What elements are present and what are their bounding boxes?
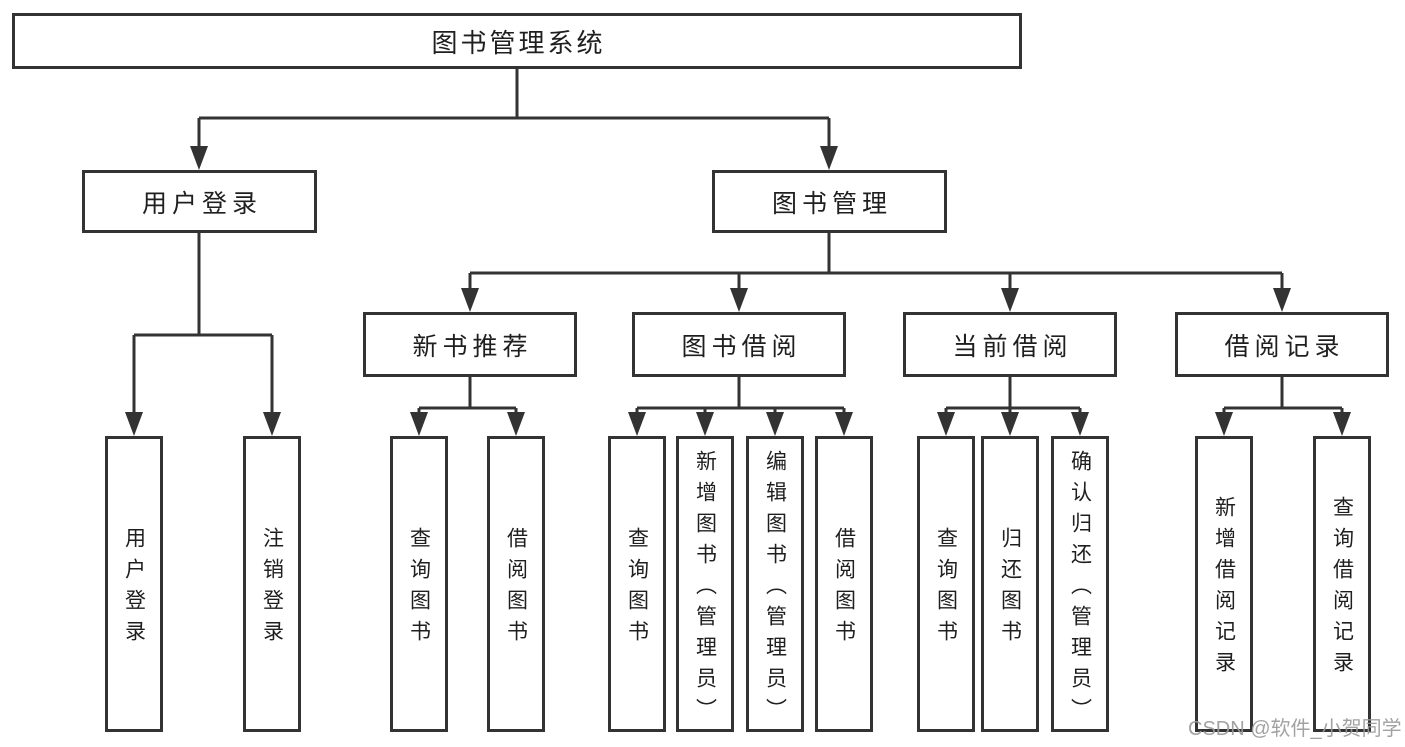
node-label: 编辑图书（管理员） (763, 449, 787, 729)
node-label: 查询图书 (934, 527, 958, 651)
node-label: 查询图书 (625, 527, 649, 651)
node-label: 借阅记录 (1224, 332, 1345, 361)
node-label: 新增图书（管理员） (693, 449, 717, 729)
node-query-books-borrow: 查询图书 (608, 436, 666, 732)
connector-borrow-records-leaves (1215, 377, 1351, 436)
node-query-books-recommend: 查询图书 (390, 436, 448, 732)
node-current-borrow: 当前借阅 (903, 312, 1117, 377)
connector-book-borrow-leaves (628, 377, 853, 436)
node-label: 用户登录 (141, 189, 262, 218)
node-label: 注销登录 (260, 527, 284, 651)
node-query-books-current: 查询图书 (917, 436, 975, 732)
node-label: 图书借阅 (681, 332, 802, 361)
node-label: 用户登录 (122, 527, 146, 651)
node-new-book-recommend: 新书推荐 (363, 312, 577, 377)
connector-user-login-leaves (125, 233, 281, 436)
node-label: 当前借阅 (952, 332, 1073, 361)
node-label: 图书管理系统 (431, 27, 606, 58)
csdn-watermark: CSDN @软件_小贺同学 (1188, 718, 1402, 740)
node-borrow-records: 借阅记录 (1175, 312, 1389, 377)
node-label: 借阅图书 (504, 527, 528, 651)
node-return-books: 归还图书 (981, 436, 1039, 732)
node-add-books-admin: 新增图书（管理员） (676, 436, 734, 732)
node-add-borrow-record: 新增借阅记录 (1195, 436, 1253, 732)
node-root: 图书管理系统 (12, 13, 1022, 69)
node-label: 新书推荐 (412, 332, 533, 361)
node-label: 图书管理 (771, 189, 892, 218)
node-borrow-books-recommend: 借阅图书 (487, 436, 545, 732)
connector-current-borrow-leaves (937, 377, 1089, 436)
node-query-borrow-record: 查询借阅记录 (1313, 436, 1371, 732)
node-label: 借阅图书 (832, 527, 856, 651)
connector-root-to-branches (190, 69, 838, 170)
node-user-login-action: 用户登录 (105, 436, 163, 732)
node-book-management: 图书管理 (712, 170, 947, 233)
node-edit-books-admin: 编辑图书（管理员） (746, 436, 804, 732)
node-label: 查询图书 (407, 527, 431, 651)
connector-new-book-recommend-leaves (410, 377, 525, 436)
node-label: 确认归还（管理员） (1068, 449, 1092, 729)
node-label: 查询借阅记录 (1330, 496, 1354, 682)
node-user-login: 用户登录 (82, 170, 317, 233)
node-label: 归还图书 (998, 527, 1022, 651)
node-confirm-return-admin: 确认归还（管理员） (1051, 436, 1109, 732)
node-book-borrow: 图书借阅 (632, 312, 846, 377)
node-label: 新增借阅记录 (1212, 496, 1236, 682)
node-logout: 注销登录 (243, 436, 301, 732)
node-borrow-books: 借阅图书 (815, 436, 873, 732)
connector-book-management-to-level3 (461, 233, 1291, 312)
